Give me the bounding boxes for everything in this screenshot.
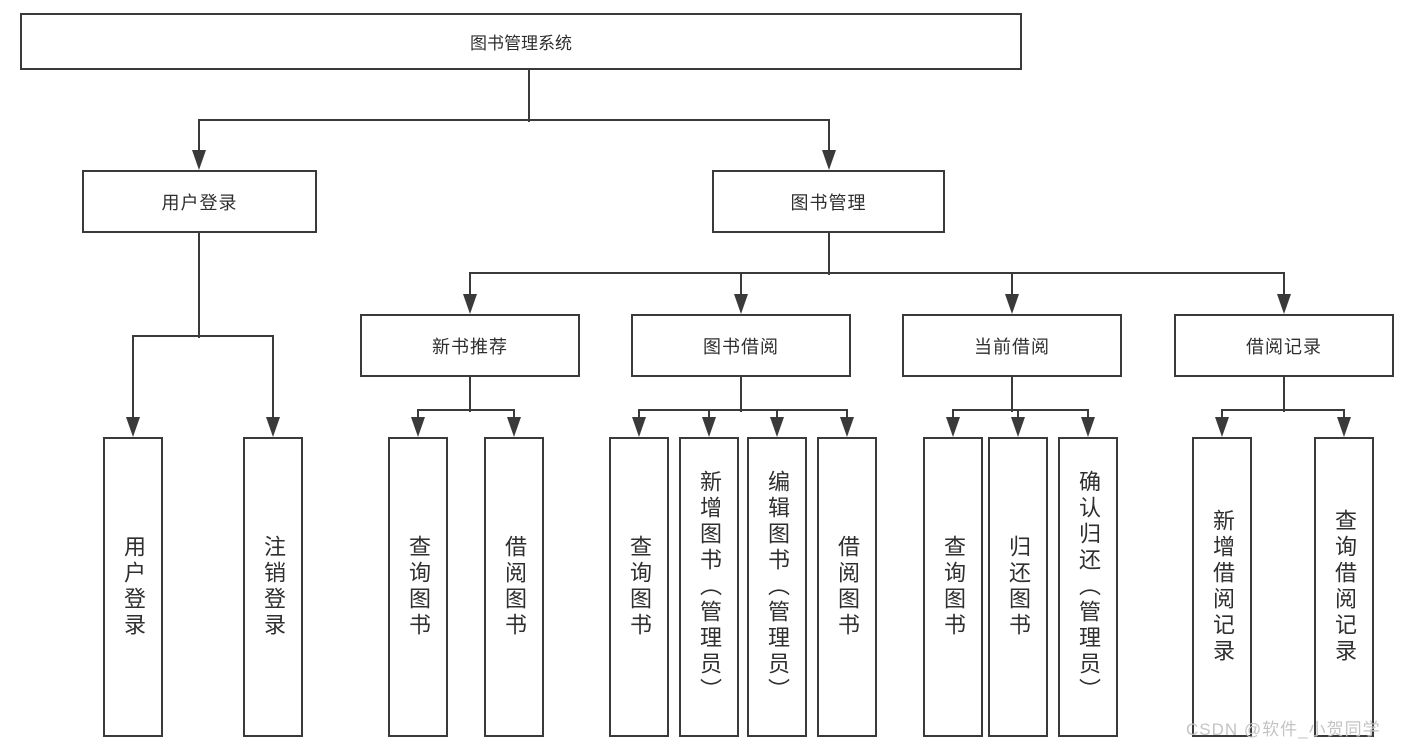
arrow-down-icon: [126, 417, 140, 437]
connector-line: [828, 120, 830, 152]
arrow-down-icon: [411, 417, 425, 437]
arrow-down-icon: [632, 417, 646, 437]
node-current-borrowing: 当前借阅: [902, 314, 1122, 377]
connector-line: [272, 336, 274, 420]
arrow-down-icon: [770, 417, 784, 437]
leaf-edit-books-admin: 编辑图书（管理员）: [747, 437, 807, 737]
connector-line: [469, 272, 1285, 274]
arrow-down-icon: [192, 150, 206, 170]
leaf-borrow-books: 借阅图书: [817, 437, 877, 737]
connector-line: [1011, 273, 1013, 298]
arrow-down-icon: [507, 417, 521, 437]
csdn-watermark: CSDN @软件_小贺同学: [1186, 720, 1381, 739]
connector-line: [469, 377, 471, 412]
connector-line: [708, 410, 710, 421]
leaf-query-borrow-record: 查询借阅记录: [1314, 437, 1374, 737]
connector-line: [828, 233, 830, 275]
arrow-down-icon: [463, 294, 477, 314]
arrow-down-icon: [946, 417, 960, 437]
leaf-confirm-return-admin: 确认归还（管理员）: [1058, 437, 1118, 737]
connector-line: [638, 409, 848, 411]
arrow-down-icon: [734, 294, 748, 314]
arrow-down-icon: [840, 417, 854, 437]
connector-line: [528, 69, 530, 122]
leaf-return-books: 归还图书: [988, 437, 1048, 737]
arrow-down-icon: [1277, 294, 1291, 314]
node-library-management-system: 图书管理系统: [20, 13, 1022, 70]
connector-line: [513, 410, 515, 421]
node-new-book-recommendation: 新书推荐: [360, 314, 580, 377]
leaf-user-login: 用户登录: [103, 437, 163, 737]
connector-line: [198, 119, 830, 121]
connector-line: [198, 233, 200, 338]
connector-line: [132, 336, 134, 420]
arrow-down-icon: [822, 150, 836, 170]
leaf-query-books-recommend: 查询图书: [388, 437, 448, 737]
node-book-borrowing: 图书借阅: [631, 314, 851, 377]
arrow-down-icon: [1337, 417, 1351, 437]
connector-line: [1343, 410, 1345, 421]
connector-line: [132, 335, 274, 337]
leaf-query-books-borrow: 查询图书: [609, 437, 669, 737]
connector-line: [1011, 377, 1013, 412]
node-borrowing-records: 借阅记录: [1174, 314, 1394, 377]
connector-line: [1283, 377, 1285, 412]
connector-line: [1283, 273, 1285, 298]
connector-line: [740, 377, 742, 412]
connector-line: [417, 409, 515, 411]
connector-line: [952, 409, 1089, 411]
connector-line: [952, 410, 954, 421]
node-user-login: 用户登录: [82, 170, 317, 233]
leaf-add-books-admin: 新增图书（管理员）: [679, 437, 739, 737]
leaf-logout: 注销登录: [243, 437, 303, 737]
connector-line: [740, 273, 742, 298]
leaf-add-borrow-record: 新增借阅记录: [1192, 437, 1252, 737]
node-book-management: 图书管理: [712, 170, 945, 233]
connector-line: [1221, 409, 1345, 411]
leaf-query-books-current: 查询图书: [923, 437, 983, 737]
connector-line: [1017, 410, 1019, 421]
connector-line: [1087, 410, 1089, 421]
leaf-borrow-books-recommend: 借阅图书: [484, 437, 544, 737]
arrow-down-icon: [266, 417, 280, 437]
connector-line: [417, 410, 419, 421]
connector-line: [776, 410, 778, 421]
connector-line: [638, 410, 640, 421]
arrow-down-icon: [1081, 417, 1095, 437]
arrow-down-icon: [1215, 417, 1229, 437]
arrow-down-icon: [702, 417, 716, 437]
connector-line: [846, 410, 848, 421]
connector-line: [1221, 410, 1223, 421]
connector-line: [198, 120, 200, 152]
connector-line: [469, 273, 471, 298]
arrow-down-icon: [1005, 294, 1019, 314]
arrow-down-icon: [1011, 417, 1025, 437]
